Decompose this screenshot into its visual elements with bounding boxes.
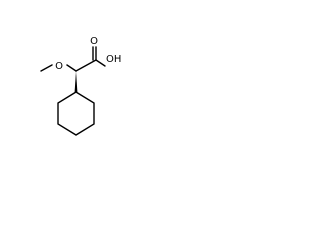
structure-drawing: O O OH: [40, 36, 121, 136]
bond-oxygen-alpha-carbon: [66, 64, 77, 72]
methoxy-oxygen-label: O: [55, 61, 63, 72]
molecule-canvas: O O OH: [0, 0, 152, 152]
bond-methyl-oxygen: [40, 64, 53, 72]
bond-alpha-carboxyl: [75, 59, 97, 72]
bond-carboxyl-hydroxyl: [95, 59, 106, 67]
carbonyl-oxygen-label: O: [90, 36, 98, 47]
wedge-bond-alpha-ring: [74, 71, 78, 92]
hydroxyl-label: OH: [106, 54, 121, 65]
cyclohexane-ring: [57, 91, 95, 136]
